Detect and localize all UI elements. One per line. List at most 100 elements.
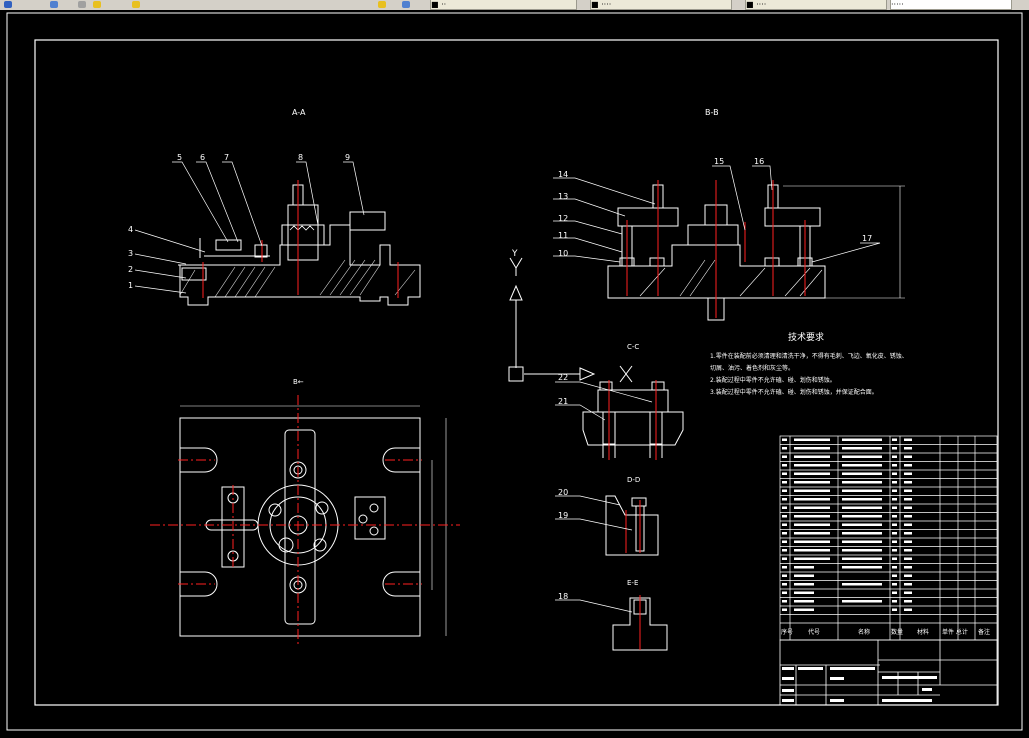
bom-cell	[782, 557, 787, 560]
bom-cell	[892, 600, 897, 603]
bom-cell	[782, 464, 787, 467]
svg-text:18: 18	[558, 592, 568, 601]
bom-cell	[782, 523, 787, 526]
bom-cell	[892, 472, 897, 475]
ucs-icon	[508, 257, 633, 383]
svg-text:技术要求: 技术要求	[788, 331, 824, 343]
tab-drawing-3[interactable]: ■ ····	[745, 0, 887, 10]
bom-cell	[892, 481, 897, 484]
centerlines-cc	[608, 380, 657, 460]
bom-cell	[892, 574, 897, 577]
inner-frame	[34, 39, 999, 706]
bom-cell	[842, 438, 882, 441]
bom-cell	[892, 447, 897, 450]
bom-cell	[782, 532, 787, 535]
bom-cell	[904, 472, 912, 475]
centerlines-aa	[202, 180, 399, 298]
svg-text:11: 11	[558, 231, 568, 240]
bom-cell	[904, 498, 912, 501]
svg-text:21: 21	[558, 397, 568, 406]
save-icon[interactable]	[4, 1, 12, 8]
svg-text:12: 12	[558, 214, 568, 223]
section-label-plan: B←	[293, 378, 304, 386]
bom-cell	[904, 608, 912, 611]
title-block-fills	[782, 667, 937, 702]
bom-cell	[904, 549, 912, 552]
bom-cell	[782, 481, 787, 484]
bom-cell	[892, 583, 897, 586]
svg-text:单件 总计: 单件 总计	[942, 628, 968, 636]
bom-cell	[892, 523, 897, 526]
redo-icon[interactable]	[132, 1, 140, 8]
bom-cell	[782, 549, 787, 552]
bom-cell	[842, 464, 882, 467]
print-icon[interactable]	[78, 1, 86, 8]
bom-cell	[794, 481, 830, 484]
bom-cell	[782, 540, 787, 543]
bom-cell	[904, 566, 912, 569]
svg-text:4: 4	[128, 225, 133, 234]
bom-cell	[842, 600, 882, 603]
bom-cell	[892, 464, 897, 467]
bom-cell	[892, 566, 897, 569]
svg-text:材料: 材料	[917, 628, 929, 636]
drawing-canvas[interactable]: A-A 1 2 3 4 5	[0, 10, 1029, 738]
bom-cell	[842, 557, 882, 560]
svg-text:15: 15	[714, 157, 724, 166]
bom-cell	[842, 481, 882, 484]
bom-cell	[842, 498, 882, 501]
bom-cell	[782, 591, 787, 594]
svg-text:1: 1	[128, 281, 133, 290]
bom-cell	[782, 455, 787, 458]
svg-text:17: 17	[862, 234, 872, 243]
section-label-ee: E-E	[627, 579, 638, 587]
bom-cell	[842, 549, 882, 552]
svg-text:20: 20	[558, 488, 568, 497]
svg-text:8: 8	[298, 153, 303, 162]
bom-cell	[842, 489, 882, 492]
search-box[interactable]: ·····	[890, 0, 1012, 10]
layer-icon[interactable]	[378, 1, 386, 8]
bom-cell	[892, 438, 897, 441]
bom-cell	[842, 532, 882, 535]
match-icon[interactable]	[402, 1, 410, 8]
bom-cell	[904, 515, 912, 518]
bom-cell	[794, 583, 814, 586]
bom-cell	[794, 566, 814, 569]
bom-cell	[904, 523, 912, 526]
bom-cell	[794, 523, 830, 526]
bom-cell	[842, 455, 882, 458]
bom-cell	[794, 438, 830, 441]
tab-drawing-2[interactable]: ■ ····	[590, 0, 732, 10]
svg-text:3.装配过程中零件不允许磕、碰、划伤和锈蚀，并保证配合面。: 3.装配过程中零件不允许磕、碰、划伤和锈蚀，并保证配合面。	[710, 388, 878, 396]
bom-cell	[842, 447, 882, 450]
section-label-dd: D-D	[627, 476, 640, 484]
bom-cell	[794, 464, 830, 467]
bom-cell	[794, 447, 830, 450]
open-icon[interactable]	[50, 1, 58, 8]
svg-text:1.零件在装配前必须清理和清洗干净，不得有毛刺、飞边、氧化皮: 1.零件在装配前必须清理和清洗干净，不得有毛刺、飞边、氧化皮、锈蚀、	[710, 352, 908, 360]
svg-text:14: 14	[558, 170, 568, 179]
bom-cell	[842, 540, 882, 543]
bom-cell	[842, 583, 882, 586]
bom-cell	[892, 455, 897, 458]
bom-cell	[842, 523, 882, 526]
svg-text:7: 7	[224, 153, 229, 162]
tab-drawing-1[interactable]: ■ ··	[430, 0, 577, 10]
bom-cell	[904, 481, 912, 484]
undo-icon[interactable]	[93, 1, 101, 8]
bom-cell	[904, 574, 912, 577]
bom-cell	[892, 540, 897, 543]
bom-cell	[794, 608, 814, 611]
callouts-small: 21 22 19 20 18	[558, 373, 568, 601]
bom-cell	[782, 600, 787, 603]
bom-cell	[904, 464, 912, 467]
bom-cell	[794, 506, 830, 509]
bom-cell	[794, 549, 830, 552]
svg-text:代号: 代号	[808, 628, 820, 636]
callouts-aa: 1 2 3 4 5 6 7 8 9	[128, 153, 350, 290]
svg-text:2.装配过程中零件不允许磕、碰、划伤和锈蚀。: 2.装配过程中零件不允许磕、碰、划伤和锈蚀。	[710, 376, 836, 384]
tech-requirements: 技术要求 1.零件在装配前必须清理和清洗干净，不得有毛刺、飞边、氧化皮、锈蚀、 …	[710, 331, 908, 396]
bom-cell	[892, 608, 897, 611]
section-label-cc: C-C	[627, 343, 639, 351]
